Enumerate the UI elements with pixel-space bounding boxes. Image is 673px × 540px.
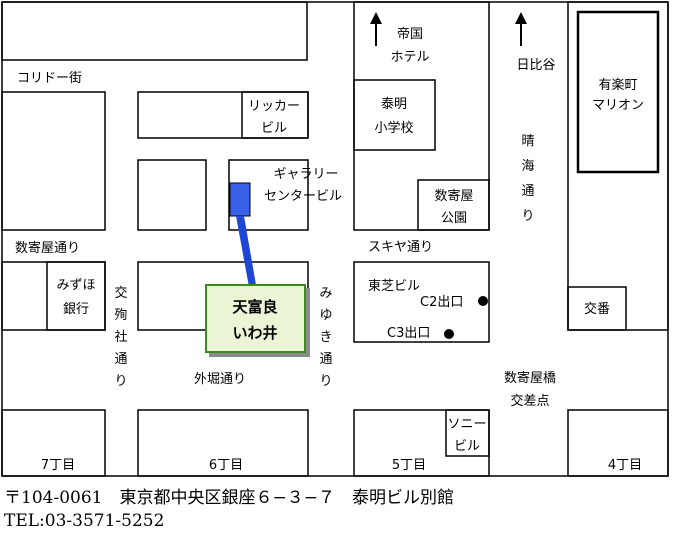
arrow-imperial-hotel-icon — [370, 12, 382, 46]
label-harumi-street: 海 — [521, 159, 534, 174]
label-imperial-hotel: 帝国 — [397, 26, 423, 42]
footer-tel: TEL:03-3571-5252 — [4, 511, 165, 531]
label-mizuho-bank: みずほ — [56, 278, 95, 293]
block-left-mid — [137, 159, 207, 231]
label-6-chome: 6丁目 — [209, 458, 243, 473]
marker-pointer — [236, 216, 256, 287]
block-sukiya-park — [417, 179, 490, 231]
label-miyuki-street: 通 — [319, 352, 332, 367]
label-toshiba-bldg: 東芝ビル — [368, 278, 420, 294]
block-bottom-4 — [567, 409, 669, 477]
block-gallery — [228, 159, 309, 231]
label-kojunsha-street: 交 — [114, 285, 127, 301]
label-corridor-street: コリドー街 — [17, 71, 82, 86]
label-sony-bldg: ソニー — [447, 417, 486, 432]
marion-building — [576, 10, 660, 174]
block-police-box — [567, 286, 627, 331]
label-harumi-street: 晴 — [521, 134, 534, 149]
label-5-chome: 5丁目 — [392, 458, 426, 473]
block-mizuho-row — [1, 261, 106, 331]
label-riccar-bldg: ビル — [261, 121, 287, 136]
block-mizuho — [46, 261, 106, 331]
label-exit-c2: C2出口 — [420, 295, 463, 310]
restaurant-name: いわ井 — [232, 324, 277, 342]
label-sukiyabashi-park: 数寄屋 — [434, 188, 473, 204]
label-harumi-street: 通 — [521, 184, 534, 199]
label-imperial-hotel: ホテル — [390, 50, 429, 65]
label-7-chome: 7丁目 — [41, 458, 75, 473]
restaurant-name: 天富良 — [232, 298, 277, 316]
label-miyuki-street: き — [319, 330, 332, 345]
label-miyuki-street: ゆ — [319, 308, 332, 323]
label-hibiya: 日比谷 — [516, 58, 555, 73]
label-sukiyabashi-crossing: 交差点 — [510, 393, 549, 409]
exit-c2-icon — [478, 296, 488, 306]
label-exit-c3: C3出口 — [387, 326, 430, 341]
label-yurakucho-marion: 有楽町 — [598, 77, 637, 93]
label-sukiyabashi-park: 公園 — [441, 211, 467, 226]
label-kojunsha-street: 社 — [114, 329, 127, 345]
label-sukiya-street: スキヤ通り — [368, 240, 433, 255]
arrow-hibiya-icon — [515, 12, 527, 46]
label-mizuho-bank: 銀行 — [63, 302, 89, 317]
label-sukiyabashi-street: 数寄屋通り — [15, 240, 80, 256]
label-gallery-center: ギャラリー — [273, 167, 338, 182]
label-taimei-school: 泰明 — [381, 97, 407, 112]
exit-c3-icon — [444, 329, 454, 339]
block-taimei-school — [353, 79, 436, 151]
block-sony-bldg — [445, 409, 490, 457]
restaurant-box — [205, 284, 306, 353]
label-yurakucho-marion: マリオン — [592, 98, 644, 113]
label-miyuki-street: り — [319, 374, 332, 389]
label-riccar-bldg: リッカー — [248, 99, 300, 114]
block-left-upper — [1, 91, 106, 231]
label-taimei-school: 小学校 — [374, 120, 413, 136]
label-sony-bldg: ビル — [454, 439, 480, 454]
block-riccar-bldg — [241, 91, 309, 139]
label-4-chome: 4丁目 — [608, 458, 642, 473]
block-top-left — [1, 1, 308, 61]
location-marker-icon — [229, 182, 251, 217]
footer-address: 〒104-0061 東京都中央区銀座６−３−７ 泰明ビル別館 — [4, 488, 454, 508]
label-kojunsha-street: り — [114, 374, 127, 389]
block-bottom-1 — [1, 409, 106, 477]
label-kojunsha-street: 殉 — [114, 308, 127, 323]
label-kojunsha-street: 通 — [114, 352, 127, 367]
label-miyuki-street: み — [319, 286, 332, 301]
label-gallery-center: センタービル — [264, 189, 342, 204]
label-sotobori-street: 外堀通り — [194, 372, 246, 387]
block-toshiba — [353, 261, 490, 343]
label-harumi-street: り — [521, 209, 534, 224]
label-police-box: 交番 — [584, 301, 610, 317]
block-bottom-2 — [137, 409, 309, 477]
label-sukiyabashi-crossing: 数寄屋橋 — [504, 370, 556, 386]
